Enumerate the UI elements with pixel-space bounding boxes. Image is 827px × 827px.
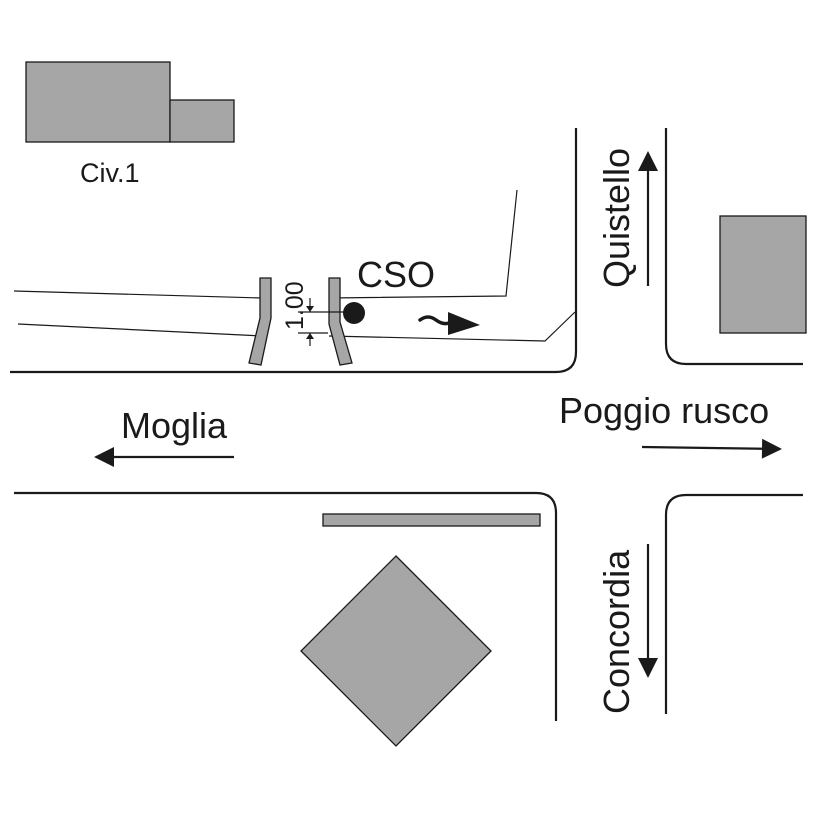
road-edge-north-west <box>10 128 578 374</box>
building-east <box>719 215 807 334</box>
destination-east-label: Poggio rusco <box>559 390 769 431</box>
road-edge-south-west <box>14 491 558 721</box>
culvert-wall-right <box>328 277 353 366</box>
building-diamond <box>300 555 492 747</box>
building-civ1-label: Civ.1 <box>80 158 140 188</box>
arrow-east <box>641 438 782 459</box>
cso-label: CSO <box>357 254 435 295</box>
building-strip <box>322 513 541 527</box>
dimension-marker <box>298 298 346 346</box>
cso-outfall-dot <box>343 302 365 324</box>
road-edge-north-east <box>664 128 803 366</box>
destination-south-label: Concordia <box>596 549 637 714</box>
destination-north-label: Quistello <box>596 148 637 288</box>
destination-west-label: Moglia <box>121 405 228 446</box>
culvert-wall-left <box>248 277 272 366</box>
flow-arrow <box>418 312 480 335</box>
road-edge-south-east <box>664 493 803 714</box>
dimension-label: 1.00 <box>281 281 309 330</box>
channel-top-line <box>13 189 518 299</box>
channel-bottom-line <box>17 311 576 342</box>
building-civ1 <box>25 61 235 143</box>
